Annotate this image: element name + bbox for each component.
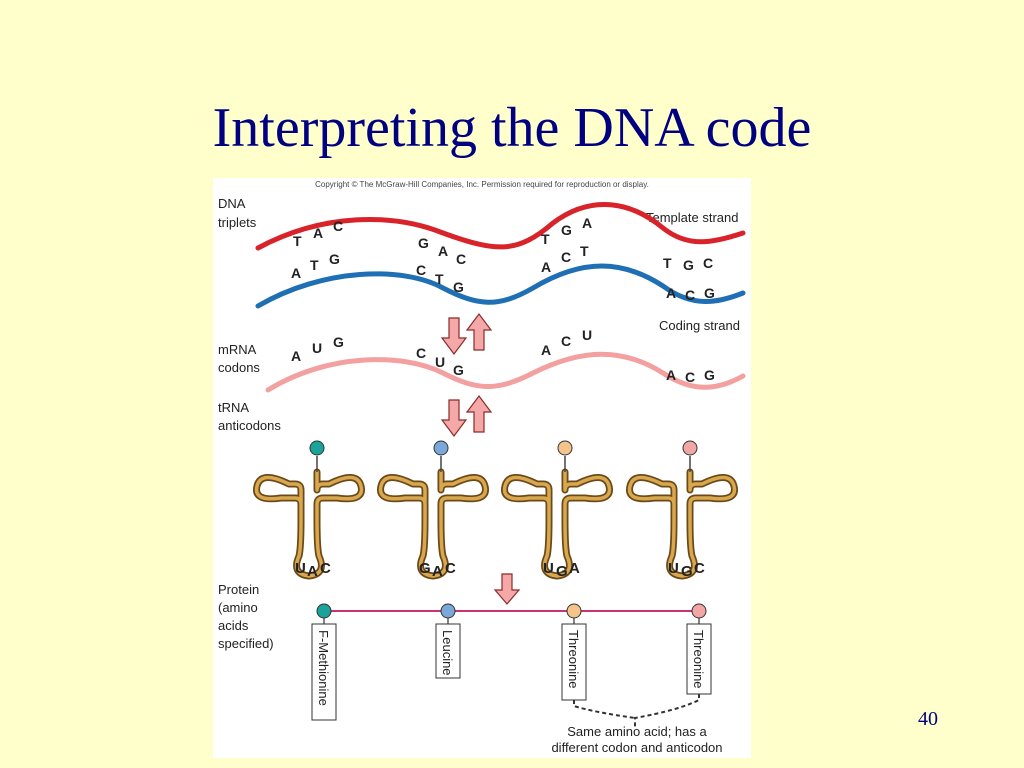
trna-3 [505, 440, 610, 576]
note-line-2: different codon and anticodon [551, 740, 722, 755]
mrna-base: C [685, 369, 695, 385]
template-base: C [333, 218, 343, 234]
same-amino-bracket [573, 694, 700, 728]
mrna-base: U [582, 327, 592, 343]
amino-acid-box [686, 623, 712, 695]
mrna-base: A [291, 348, 301, 364]
amino-acid-ball [682, 440, 698, 456]
coding-base: G [704, 285, 715, 301]
transcription-arrows [440, 313, 493, 355]
label-dna: DNA [218, 196, 246, 211]
label-trna: tRNA [218, 400, 249, 415]
label-anticodons: anticodons [218, 418, 281, 433]
anticodon-base: U [295, 560, 306, 577]
coding-base: A [666, 285, 676, 301]
amino-acid-ball [440, 603, 456, 619]
label-mrna: mRNA [218, 342, 257, 357]
template-base: G [561, 222, 572, 238]
coding-base: A [541, 259, 551, 275]
template-base: A [582, 215, 592, 231]
coding-base: C [561, 249, 571, 265]
up-arrow-icon [465, 313, 493, 351]
amino-acid-label: Threonine [691, 630, 706, 689]
template-base: C [456, 251, 466, 267]
mrna-base: G [704, 367, 715, 383]
coding-base: G [453, 279, 464, 295]
mrna-base: A [541, 342, 551, 358]
amino-acid-label: Threonine [566, 630, 581, 689]
anticodon-base: A [307, 563, 318, 580]
dna-figure: Copyright © The McGraw-Hill Companies, I… [213, 178, 751, 758]
label-acids: acids [218, 618, 249, 633]
anticodon-base: G [681, 563, 693, 580]
template-base: A [313, 225, 323, 241]
anticodon-base: A [432, 563, 443, 580]
anticodon-base: C [320, 560, 331, 577]
template-base: T [663, 255, 672, 271]
coding-base: C [685, 287, 695, 303]
amino-acid-ball [566, 603, 582, 619]
template-base: G [418, 235, 429, 251]
amino-acid-box [435, 623, 461, 679]
note-line-1: Same amino acid; has a [567, 724, 707, 739]
template-base: T [541, 231, 550, 247]
copyright-text: Copyright © The McGraw-Hill Companies, I… [315, 180, 649, 189]
label-coding-strand: Coding strand [659, 318, 740, 333]
template-base: A [438, 243, 448, 259]
mrna-base: U [435, 354, 445, 370]
template-strand [255, 202, 746, 251]
label-specified: specified) [218, 636, 274, 651]
coding-strand [255, 263, 746, 309]
page-number: 40 [918, 708, 938, 730]
coding-base: T [310, 257, 319, 273]
amino-acid-box [561, 623, 587, 701]
mrna-base: C [561, 333, 571, 349]
anticodon-base: G [419, 560, 431, 577]
down-arrow-icon [440, 399, 468, 437]
mrna-base: G [453, 362, 464, 378]
anticodon-base: U [668, 560, 679, 577]
mrna-base: U [312, 340, 322, 356]
amino-acid-label: Leucine [440, 630, 455, 676]
anticodon-base: U [543, 560, 554, 577]
amino-acid-label: F-Methionine [316, 630, 331, 706]
template-base: G [683, 257, 694, 273]
anticodon-base: A [569, 560, 580, 577]
template-base: C [703, 255, 713, 271]
trna-2 [381, 440, 486, 576]
amino-acid-ball [433, 440, 449, 456]
trna-4 [630, 440, 735, 576]
down-arrow-icon [440, 317, 468, 355]
slide-title: Interpreting the DNA code [212, 97, 812, 159]
amino-acid-ball [309, 440, 325, 456]
label-template-strand: Template strand [646, 210, 739, 225]
amino-acid-box [311, 623, 337, 721]
label-protein: Protein [218, 582, 259, 597]
coding-base: T [435, 271, 444, 287]
mrna-base: A [666, 367, 676, 383]
amino-acid-ball [691, 603, 707, 619]
label-amino: (amino [218, 600, 258, 615]
dna-diagram: Copyright © The McGraw-Hill Companies, I… [218, 180, 746, 755]
amino-acid-ball [557, 440, 573, 456]
anticodon-base: G [556, 563, 568, 580]
label-triplets: triplets [218, 215, 257, 230]
up-arrow-icon [465, 395, 493, 433]
template-base: T [293, 233, 302, 249]
label-codons: codons [218, 360, 260, 375]
anticodon-base: C [694, 560, 705, 577]
amino-acid-ball [316, 603, 332, 619]
mrna-base: G [333, 334, 344, 350]
mrna-strand [265, 351, 746, 393]
anticodon-base: C [445, 560, 456, 577]
trna-1 [257, 440, 362, 576]
coding-base: T [580, 243, 589, 259]
translation-arrows [440, 395, 493, 437]
down-arrow-icon [493, 573, 521, 605]
coding-base: G [329, 251, 340, 267]
coding-base: C [416, 262, 426, 278]
coding-base: A [291, 265, 301, 281]
mrna-base: C [416, 345, 426, 361]
